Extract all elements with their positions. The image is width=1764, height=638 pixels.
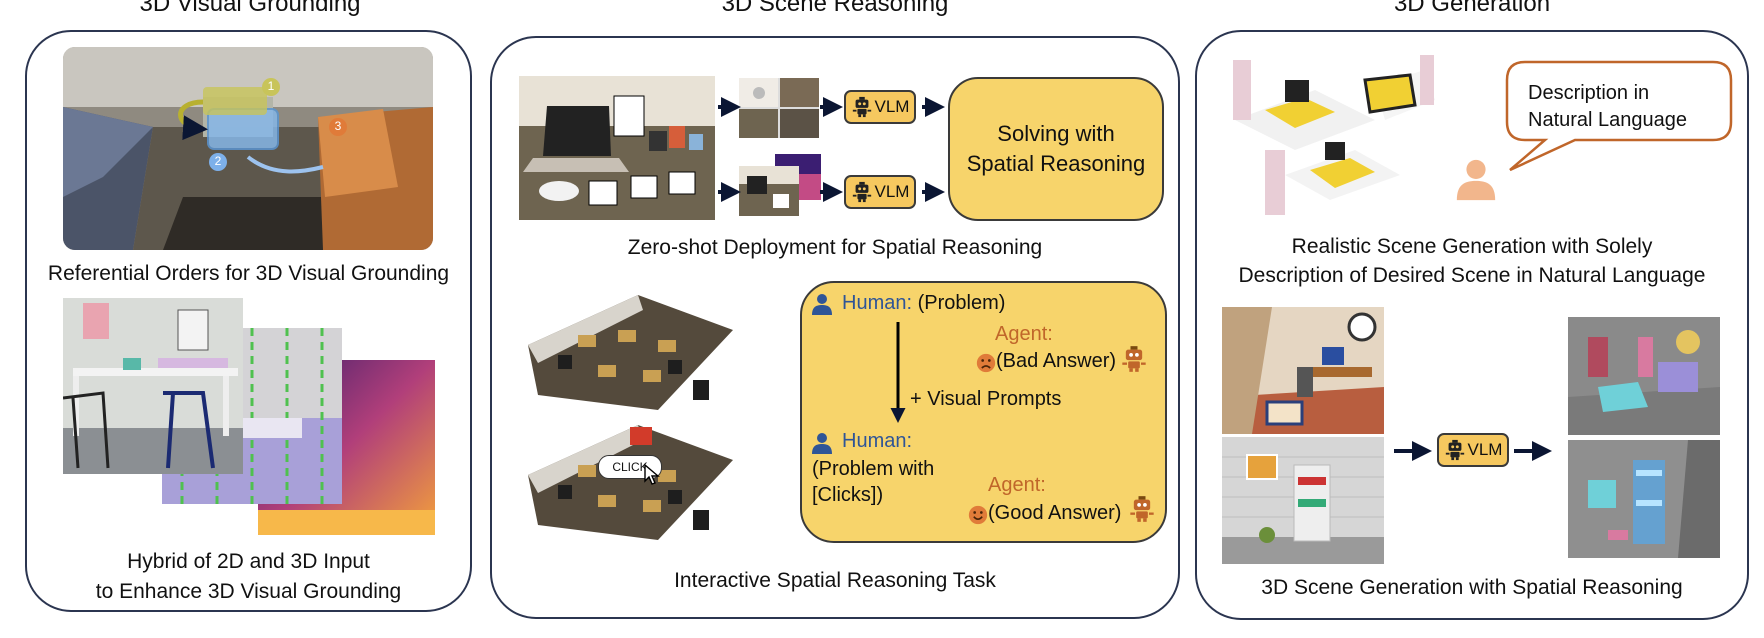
human-2-person-icon bbox=[810, 431, 834, 455]
user-person-icon bbox=[1453, 156, 1499, 202]
robot-icon bbox=[851, 181, 873, 203]
bubble-line-1: Description in bbox=[1528, 82, 1650, 104]
agent-1-robot-icon bbox=[1120, 344, 1148, 374]
human-1-person-icon bbox=[810, 292, 834, 316]
room-scan-bottom bbox=[518, 415, 738, 547]
robot-icon bbox=[1444, 439, 1466, 461]
generated-room-2 bbox=[1568, 440, 1720, 558]
view-grid-bottom bbox=[739, 166, 799, 216]
grounding-scan-image bbox=[63, 47, 433, 250]
reasoning-caption-2: Interactive Spatial Reasoning Task bbox=[674, 569, 996, 592]
speech-bubble-text: Description in Natural Language bbox=[1528, 80, 1687, 134]
click-marker: CLICK bbox=[598, 455, 662, 479]
reasoning-title: 3D Scene Reasoning bbox=[721, 0, 949, 17]
vlm-label: VLM bbox=[1467, 440, 1503, 459]
grounding-panel bbox=[25, 30, 472, 612]
happy-face-icon bbox=[968, 505, 988, 525]
zero-shot-arrows bbox=[718, 97, 945, 202]
view-grid-top bbox=[739, 78, 819, 138]
vlm-label: VLM bbox=[874, 182, 910, 201]
human-2-line-2: [Clicks]) bbox=[812, 484, 884, 506]
vlm-badge-generation: VLM bbox=[1437, 433, 1509, 467]
vlm-label: VLM bbox=[874, 97, 910, 116]
room-scan-top bbox=[518, 285, 738, 415]
reasoning-panel bbox=[490, 36, 1180, 619]
agent-1-text: (Bad Answer) bbox=[996, 350, 1117, 372]
human-1-role: Human: bbox=[842, 292, 913, 314]
human-1-line: Human: (Problem) bbox=[842, 292, 1005, 315]
dialog-box bbox=[800, 281, 1167, 543]
generation-panel bbox=[1195, 30, 1749, 620]
agent-2-role: Agent: bbox=[988, 474, 1046, 496]
visual-prompts-label: + Visual Prompts bbox=[910, 388, 1062, 410]
agent-1-role: Agent: bbox=[995, 323, 1053, 345]
generation-title: 3D Generation bbox=[1393, 0, 1551, 17]
human-1-text: (Problem) bbox=[917, 292, 1006, 314]
bookshelf-photo bbox=[1222, 437, 1384, 564]
vlm-badge-bottom: VLM bbox=[844, 175, 916, 209]
generation-arrows bbox=[1394, 441, 1552, 461]
generated-room-1 bbox=[1568, 317, 1720, 435]
desk-photo bbox=[519, 76, 715, 220]
sad-face-icon bbox=[976, 353, 996, 373]
generation-caption-1-line-1: Realistic Scene Generation with Solely bbox=[1291, 235, 1653, 258]
bedroom-renders bbox=[1233, 55, 1435, 215]
grounding-caption-1: Referential Orders for 3D Visual Groundi… bbox=[47, 262, 450, 285]
generation-caption-1-line-2: Description of Desired Scene in Natural … bbox=[1238, 264, 1706, 287]
marker-2-icon bbox=[209, 153, 227, 171]
bubble-line-2: Natural Language bbox=[1528, 109, 1688, 131]
dialog-flow-arrow bbox=[890, 322, 906, 423]
speech-bubble bbox=[1505, 60, 1733, 172]
marker-3-icon bbox=[329, 118, 347, 136]
marker-1-icon bbox=[262, 78, 280, 96]
marker-1-label: 1 bbox=[267, 79, 275, 93]
marker-2-label: 2 bbox=[214, 154, 222, 168]
reasoning-caption-1: Zero-shot Deployment for Spatial Reasoni… bbox=[627, 236, 1043, 259]
agent-2-text: (Good Answer) bbox=[988, 502, 1122, 524]
marker-3-label: 3 bbox=[334, 119, 342, 133]
room-rgb-image bbox=[63, 298, 243, 474]
cursor-icon bbox=[644, 463, 660, 485]
grounding-title: 3D Visual Grounding bbox=[139, 0, 361, 17]
generation-caption-2: 3D Scene Generation with Spatial Reasoni… bbox=[1261, 576, 1683, 599]
solving-line-1: Solving with bbox=[997, 121, 1115, 146]
grounding-caption-2-line-1: Hybrid of 2D and 3D Input bbox=[127, 550, 370, 573]
vlm-badge-top: VLM bbox=[844, 90, 916, 124]
solving-box: Solving with Spatial Reasoning bbox=[948, 77, 1164, 221]
agent-2-robot-icon bbox=[1128, 494, 1156, 524]
robot-icon bbox=[851, 96, 873, 118]
grounding-caption-2-line-2: to Enhance 3D Visual Grounding bbox=[95, 580, 402, 603]
human-2-role: Human: bbox=[842, 430, 913, 452]
solving-line-2: Spatial Reasoning bbox=[966, 151, 1146, 176]
office-photo bbox=[1222, 307, 1384, 434]
human-2-line-1: (Problem with bbox=[812, 458, 935, 480]
